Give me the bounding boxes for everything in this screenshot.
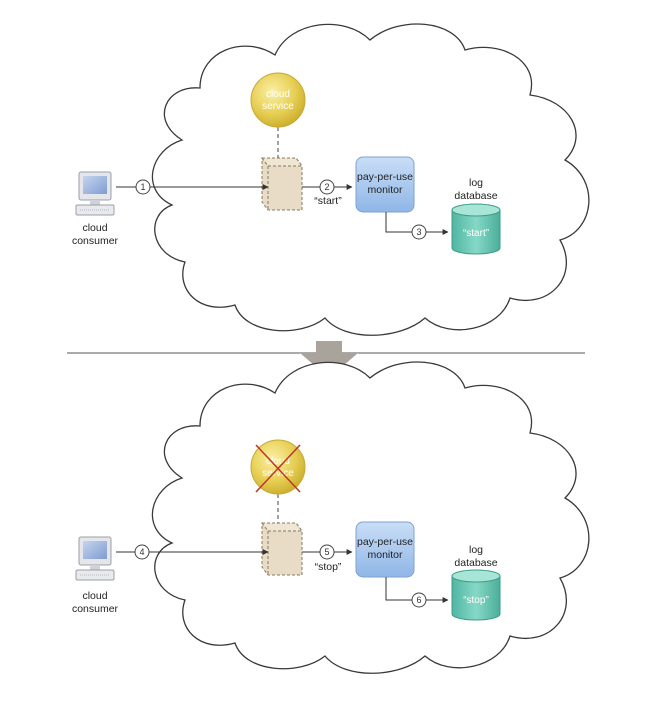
service-label-line1: cloud: [266, 456, 290, 467]
cross-icon: [255, 444, 301, 493]
panel-stop: cloud service cloud consumer 4: [72, 361, 590, 674]
step-marker-5: 5: [319, 544, 335, 560]
svg-text:2: 2: [324, 182, 329, 192]
service-container: [261, 522, 303, 576]
service-label-line1: cloud: [266, 89, 290, 100]
step-marker-2: 2: [319, 179, 335, 195]
db-label-line2: database: [454, 557, 497, 569]
svg-text:3: 3: [416, 227, 421, 237]
step-marker-6: 6: [411, 592, 427, 608]
monitor-label-line2: monitor: [367, 549, 403, 561]
svg-text:4: 4: [139, 547, 144, 557]
db-label-line1: log: [469, 544, 483, 556]
consumer-label-line1: cloud: [82, 590, 107, 602]
step-marker-4: 4: [134, 544, 150, 560]
monitor-label-line1: pay-per-use: [357, 171, 413, 183]
service-container: [261, 157, 303, 211]
step-marker-1: 1: [135, 179, 151, 195]
log-database[interactable]: log database “stop”: [451, 544, 501, 621]
message-label: “stop”: [315, 561, 342, 573]
cloud-consumer[interactable]: cloud consumer: [72, 536, 119, 615]
svg-text:6: 6: [416, 595, 421, 605]
service-label-line2: service: [262, 468, 294, 479]
service-label-line2: service: [262, 101, 294, 112]
log-arrow: [385, 212, 449, 235]
log-arrow: [385, 577, 449, 603]
monitor-label-line2: monitor: [367, 184, 403, 196]
svg-text:5: 5: [324, 547, 329, 557]
panel-start: cloud service cloud consumer 1: [72, 23, 590, 336]
pay-per-use-monitor[interactable]: pay-per-use monitor: [355, 521, 415, 578]
consumer-label-line2: consumer: [72, 603, 119, 615]
db-label-line1: log: [469, 177, 483, 189]
consumer-label-line2: consumer: [72, 235, 119, 247]
db-record: “stop”: [463, 595, 489, 606]
db-record: “start”: [463, 228, 489, 239]
cloud-service-terminated[interactable]: cloud service: [250, 439, 306, 495]
cloud-boundary: [151, 361, 590, 674]
consumer-label-line1: cloud: [82, 222, 107, 234]
message-label: “start”: [314, 195, 342, 207]
cloud-service[interactable]: cloud service: [250, 72, 306, 128]
monitor-label-line1: pay-per-use: [357, 536, 413, 548]
log-database[interactable]: log database “start”: [451, 177, 501, 255]
cloud-consumer[interactable]: cloud consumer: [72, 171, 119, 247]
svg-text:1: 1: [140, 182, 145, 192]
pay-per-use-monitor[interactable]: pay-per-use monitor: [355, 156, 415, 213]
db-label-line2: database: [454, 190, 497, 202]
step-marker-3: 3: [411, 224, 427, 240]
